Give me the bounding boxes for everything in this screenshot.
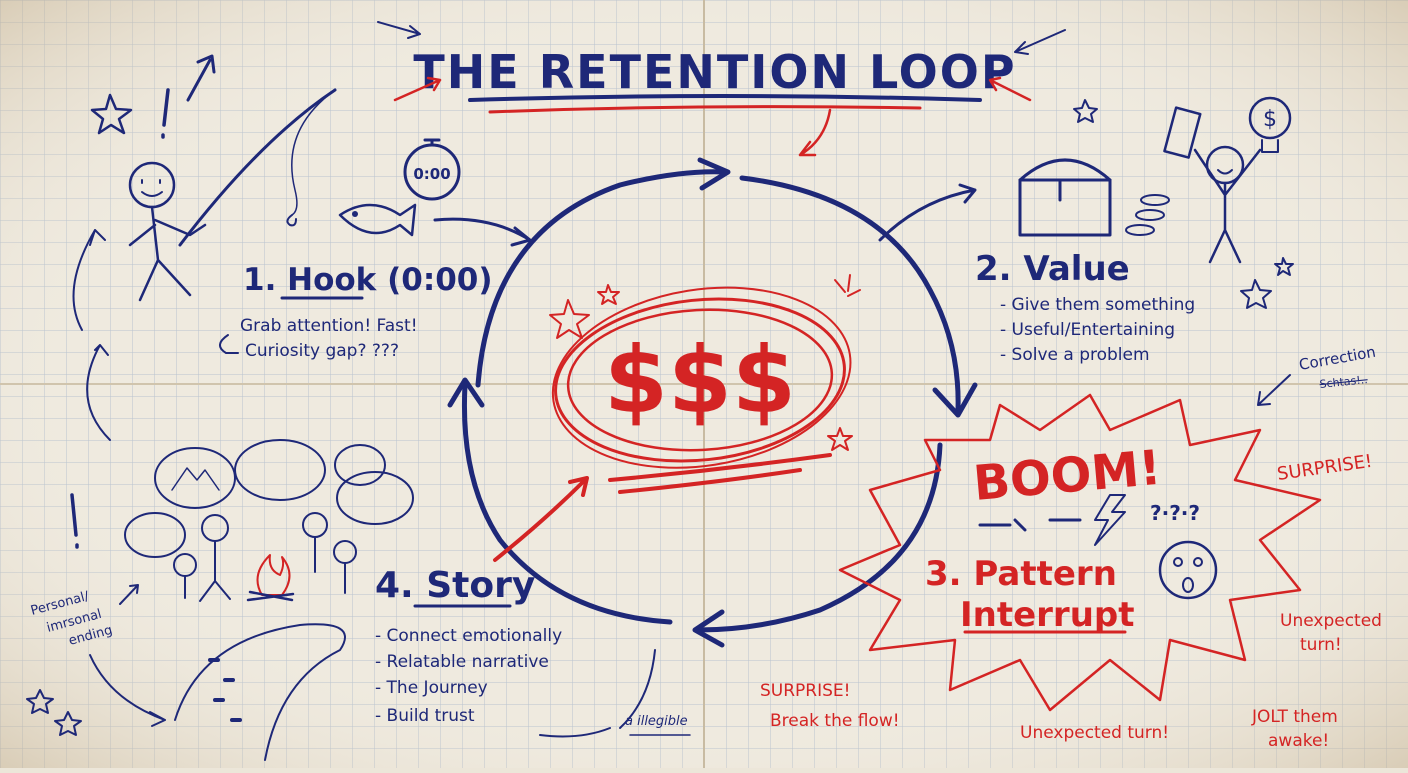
signature: a illegible — [625, 714, 688, 729]
broken-chain-icon — [978, 518, 1082, 532]
loop-arrow-top-right — [739, 175, 961, 413]
unexpected-right-1: Unexpected — [1280, 611, 1382, 631]
campfire-listeners — [184, 536, 346, 602]
jolt-line1: JOLT them — [1251, 707, 1338, 727]
arrow-icon — [493, 476, 589, 562]
stick-figure-cheering — [1193, 148, 1262, 264]
arrow-icon — [878, 183, 977, 242]
explosion-burst — [838, 393, 1322, 712]
arrow-icon — [1014, 29, 1066, 55]
star-icon — [26, 689, 54, 714]
footprints — [208, 658, 242, 722]
loop-arrow-top-left — [475, 169, 728, 388]
hook-section: 0:00 1. Hook (0:00) Grab attention! Fast… — [72, 54, 493, 441]
gold-bar-icon — [1163, 106, 1202, 159]
title-underline — [468, 94, 982, 102]
jolt-line2: awake! — [1268, 731, 1329, 751]
arrow-icon — [932, 382, 978, 418]
arrow-icon — [186, 54, 216, 102]
arrow-icon — [377, 21, 421, 39]
campfire-icon — [256, 554, 291, 596]
speech-bubble-sun — [334, 444, 386, 486]
surprise-left: SURPRISE! — [760, 681, 850, 701]
lightbulb-icon — [1248, 96, 1292, 140]
star-icon — [597, 284, 620, 305]
timer-readout: 0:00 — [413, 165, 450, 183]
pattern-heading-line2: Interrupt — [960, 595, 1135, 635]
speech-bubble-mountains — [154, 447, 236, 509]
loop-arrow-bottom-left — [461, 382, 673, 625]
arrow-icon — [539, 649, 656, 738]
arrow-icon — [89, 654, 166, 727]
arrow-icon — [393, 76, 442, 102]
surprised-face-icon — [1158, 540, 1218, 600]
hook-line: Curiosity gap? ??? — [245, 341, 399, 361]
arrow-icon — [433, 217, 532, 247]
star-icon — [1073, 99, 1098, 123]
hook-heading: 1. Hook (0:00) — [243, 262, 493, 298]
fishing-line — [291, 89, 336, 216]
unexpected-bottom: Unexpected turn! — [1020, 723, 1169, 743]
arrow-icon — [86, 344, 111, 441]
winding-path — [174, 623, 346, 761]
value-heading: 2. Value — [975, 249, 1130, 289]
value-section: $ 2. Value - Give them something - Usefu… — [975, 96, 1377, 406]
hook-icon — [286, 214, 297, 227]
loop-arrow-bottom-right — [695, 442, 943, 633]
star-icon — [1274, 257, 1294, 276]
story-section: 4. Story - Connect emotionally - Relatab… — [26, 439, 691, 761]
star-icon — [90, 93, 133, 135]
speech-bubble-monster — [234, 439, 326, 501]
story-line: - Build trust — [375, 706, 475, 726]
speech-bubble — [336, 471, 414, 525]
arrow-icon — [697, 157, 731, 191]
stick-figure-fisher — [128, 205, 207, 302]
correction-scribble: Schtas!.. — [1319, 373, 1368, 391]
question-marks: ?·?·? — [1150, 501, 1200, 525]
story-line: - Relatable narrative — [375, 652, 549, 672]
value-line: - Useful/Entertaining — [1000, 320, 1175, 340]
sparkle-icon — [834, 274, 861, 297]
story-heading: 4. Story — [375, 565, 535, 606]
unexpected-right-2: turn! — [1300, 635, 1342, 655]
story-line: - Connect emotionally — [375, 626, 562, 646]
story-line: - The Journey — [375, 678, 488, 698]
star-icon — [549, 299, 590, 339]
money-symbol: $$$ — [604, 327, 796, 434]
star-icon — [54, 711, 82, 736]
speech-bubble — [124, 512, 186, 558]
exclamation-icon — [161, 88, 170, 139]
exclamation-icon — [70, 493, 79, 549]
arrow-icon — [1257, 374, 1291, 406]
value-line: - Give them something — [1000, 295, 1195, 315]
treasure-chest-icon — [1018, 178, 1112, 237]
arrow-icon — [219, 334, 239, 354]
coin-stack-icon — [1125, 224, 1155, 236]
star-icon — [827, 427, 853, 451]
dollar-icon: $ — [1263, 107, 1277, 132]
title-underline-red — [488, 105, 922, 114]
pattern-heading-line1: 3. Pattern — [925, 554, 1117, 594]
money-center: $$$ — [549, 274, 861, 494]
star-icon — [1240, 279, 1272, 309]
loop-cycle — [433, 157, 978, 648]
fish-icon — [338, 203, 417, 237]
break-flow: Break the flow! — [770, 711, 900, 731]
title: THE RETENTION LOOP — [413, 45, 1016, 99]
lightning-icon — [1094, 494, 1126, 546]
money-underline — [608, 453, 832, 494]
arrow-icon — [988, 76, 1032, 102]
arrow-icon — [798, 108, 832, 157]
arrow-icon — [72, 229, 106, 331]
arrow-icon — [119, 584, 139, 605]
arrow-icon — [692, 609, 725, 648]
hook-line: Grab attention! Fast! — [240, 316, 418, 336]
value-line: - Solve a problem — [1000, 345, 1150, 365]
arrow-icon — [447, 377, 485, 408]
fishing-rod — [178, 88, 337, 247]
